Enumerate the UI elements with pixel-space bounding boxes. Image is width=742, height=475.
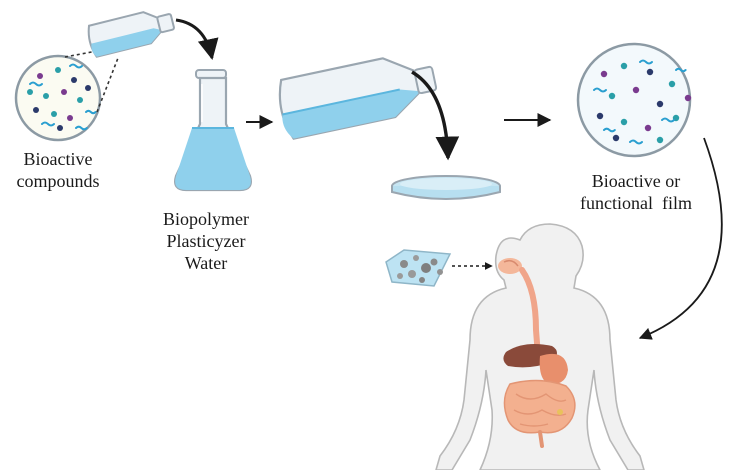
particle-dot bbox=[55, 67, 61, 73]
zoom-dashed-lines bbox=[64, 47, 119, 113]
particle-dot bbox=[620, 118, 628, 126]
fiber-squiggle bbox=[639, 59, 653, 65]
film-sheet bbox=[385, 249, 452, 287]
fiber-squiggle bbox=[69, 63, 83, 69]
particle-dot bbox=[33, 107, 39, 113]
particle-dot bbox=[656, 100, 664, 108]
bioactive-compounds-dish bbox=[14, 54, 102, 142]
particle-dot bbox=[71, 77, 77, 83]
particle-dot bbox=[37, 73, 43, 79]
erlenmeyer-flask bbox=[174, 69, 252, 192]
particle-dot bbox=[77, 97, 83, 103]
particle-dot bbox=[67, 115, 73, 121]
fiber-squiggle bbox=[629, 139, 643, 145]
fiber-squiggle bbox=[85, 109, 97, 115]
label-line: functional film bbox=[580, 193, 692, 213]
particle-dot bbox=[596, 112, 604, 120]
fiber-squiggle bbox=[675, 67, 687, 73]
fiber-squiggle bbox=[603, 127, 616, 133]
label-film: Bioactive or functional film bbox=[566, 170, 706, 214]
particle-dot bbox=[612, 134, 620, 142]
particle-dot bbox=[57, 125, 63, 131]
label-line: Bioactive or bbox=[591, 171, 681, 191]
fiber-squiggle bbox=[593, 87, 607, 93]
particle-dot bbox=[27, 89, 33, 95]
label-line: Water bbox=[184, 253, 228, 273]
particle-dot bbox=[61, 89, 67, 95]
esophagus bbox=[519, 267, 541, 359]
fiber-squiggle bbox=[75, 125, 88, 131]
stomach bbox=[539, 353, 568, 385]
particle-dot bbox=[608, 92, 616, 100]
particle-dot bbox=[668, 80, 676, 88]
arrow-into-dish bbox=[411, 70, 460, 161]
particle-dot bbox=[646, 68, 654, 76]
label-bioactive-compounds: Bioactive compounds bbox=[8, 148, 108, 192]
arrow-pour-into-flask bbox=[175, 18, 219, 61]
fiber-squiggle bbox=[41, 121, 55, 127]
pouring-flask-large bbox=[278, 57, 438, 140]
label-line: compounds bbox=[16, 171, 100, 191]
particle-dot bbox=[684, 94, 692, 102]
particle-dot bbox=[85, 85, 91, 91]
particle-dot bbox=[656, 136, 664, 144]
particle-dot bbox=[43, 93, 49, 99]
particle-dot bbox=[620, 62, 628, 70]
intestines bbox=[503, 379, 576, 448]
fiber-squiggle bbox=[661, 117, 675, 123]
label-line: Plasticyzer bbox=[166, 231, 246, 251]
bioactive-film-circle bbox=[576, 42, 692, 158]
particle-dot bbox=[51, 111, 57, 117]
label-line: Bioactive bbox=[23, 149, 93, 169]
particle-dot bbox=[632, 86, 640, 94]
label-line: Biopolymer bbox=[163, 209, 249, 229]
label-ingredients: Biopolymer Plasticyzer Water bbox=[146, 208, 266, 274]
fiber-squiggle bbox=[29, 81, 43, 87]
particle-dot bbox=[644, 124, 652, 132]
arrow-film-to-body bbox=[638, 137, 723, 340]
particle-dot bbox=[600, 70, 608, 78]
pouring-flask-small bbox=[87, 11, 175, 58]
mouth-region bbox=[498, 258, 522, 274]
petri-dish bbox=[391, 175, 501, 200]
